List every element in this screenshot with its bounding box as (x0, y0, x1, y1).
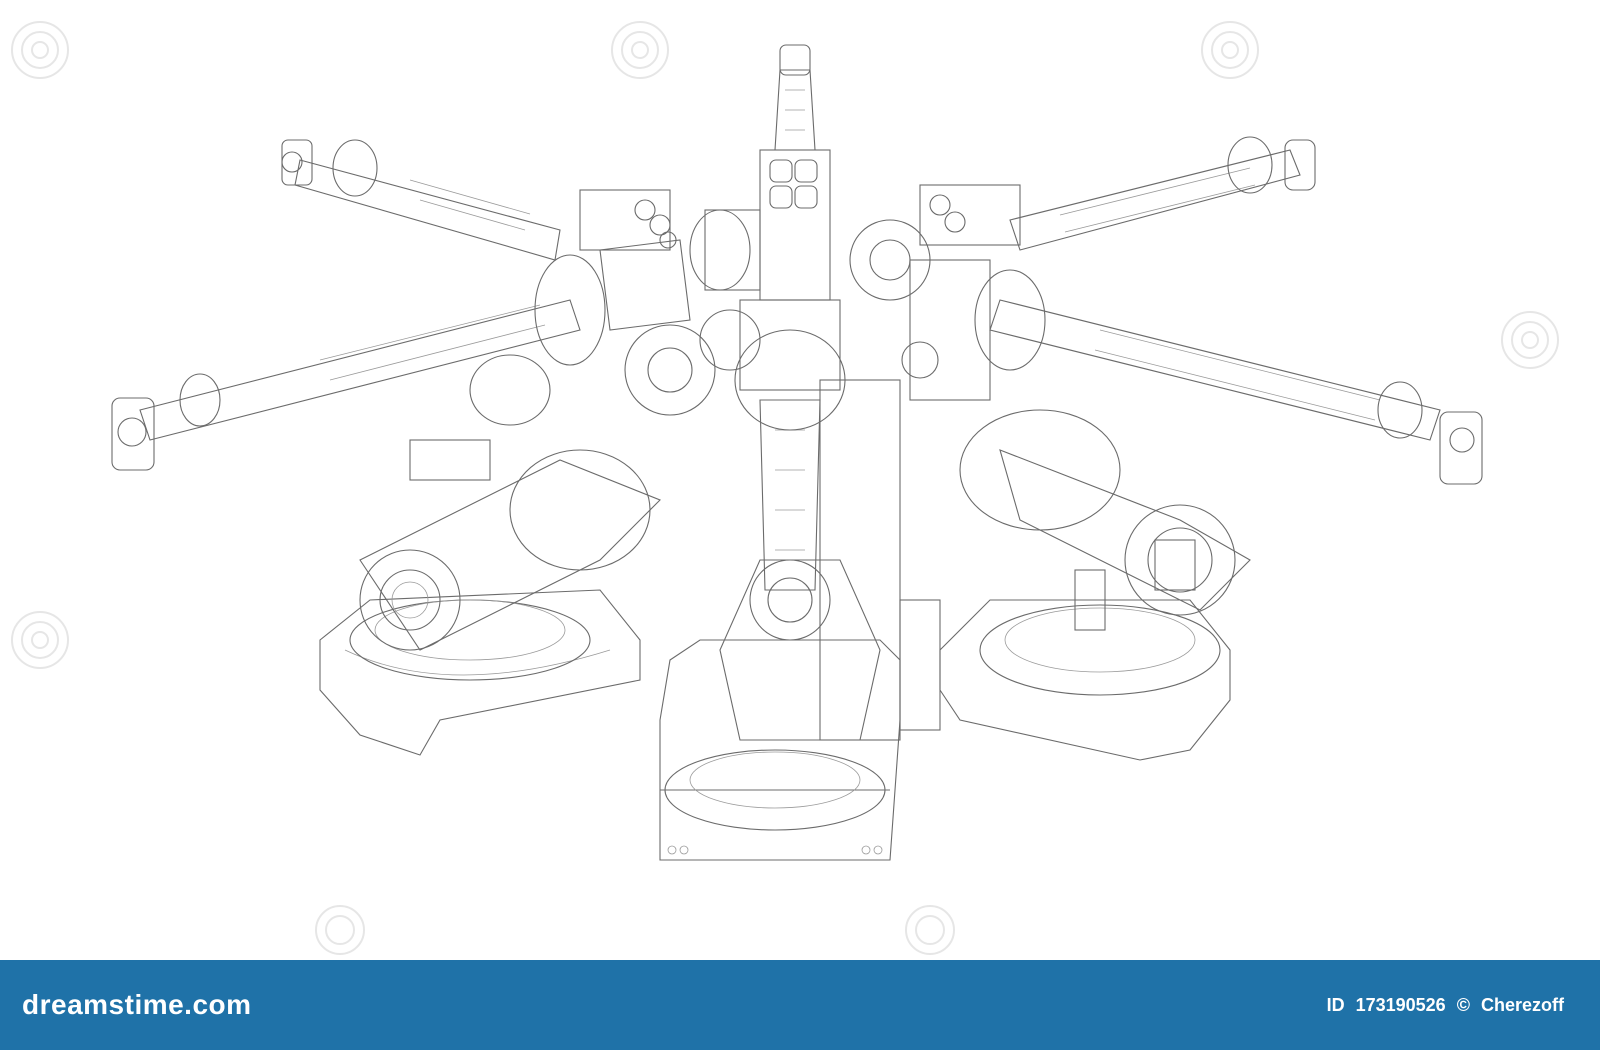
image-id-label: ID (1326, 994, 1345, 1015)
watermark-swirl-icon (11, 21, 1559, 955)
author-name: Cherezoff (1480, 994, 1564, 1015)
brand-logo-text: dreamstime.com (22, 989, 252, 1020)
robot-arms-wireframe (11, 21, 1559, 955)
image-credit: ID 173190526 © Cherezoff (1321, 995, 1564, 1016)
copyright-symbol: © (1456, 994, 1470, 1015)
left-robot-arm (111, 139, 716, 756)
image-id-value: 173190526 (1355, 994, 1446, 1015)
center-robot-arm (659, 44, 941, 861)
right-robot-arm (849, 136, 1483, 761)
watermark-footer-bar: dreamstime.com ID 173190526 © Cherezoff (0, 960, 1600, 1050)
illustration-canvas (11, 21, 1559, 955)
